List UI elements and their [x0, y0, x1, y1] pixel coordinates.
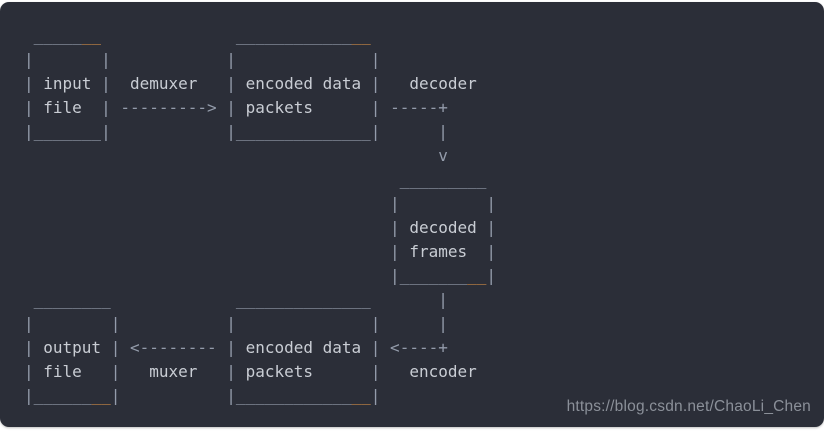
- diagram-line: | file | ---------> | packets | -----+: [24, 98, 448, 117]
- diagram-line: | file | muxer | packets | encoder: [24, 362, 477, 381]
- diagram-line: _________: [24, 170, 487, 189]
- diagram-line: | input | demuxer | encoded data | decod…: [24, 74, 477, 93]
- diagram-line: ________ ______________ |: [24, 290, 448, 309]
- diagram-line: | | | | |: [24, 314, 448, 333]
- diagram-line: |________| |______________|: [24, 386, 381, 405]
- diagram-line: |_________|: [24, 266, 497, 285]
- diagram-line: v: [24, 146, 448, 165]
- diagram-line: | frames |: [24, 242, 497, 261]
- diagram-line: _______ ______________: [24, 26, 371, 45]
- diagram-line: | output | <-------- | encoded data | <-…: [24, 338, 448, 357]
- diagram-line: | | | |: [24, 50, 381, 69]
- ascii-diagram: _______ ______________ | | | | | input | d…: [0, 2, 824, 408]
- diagram-line: |_______| |______________| |: [24, 122, 448, 141]
- watermark-url: https://blog.csdn.net/ChaoLi_Chen: [566, 398, 811, 415]
- diagram-line: | decoded |: [24, 218, 497, 237]
- diagram-line: | |: [24, 194, 497, 213]
